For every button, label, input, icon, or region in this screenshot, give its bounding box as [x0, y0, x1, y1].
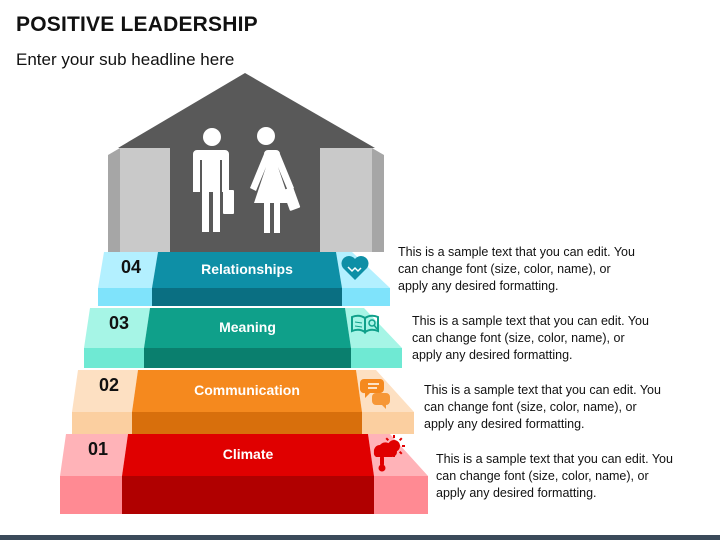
step-side-right — [345, 308, 402, 348]
step-number: 04 — [121, 257, 142, 277]
step-description: This is a sample text that you can edit.… — [412, 313, 682, 364]
footer-bar — [0, 535, 720, 540]
step-side-right-front — [351, 348, 402, 368]
right-pillar — [320, 148, 372, 252]
handshake-heart-icon — [341, 256, 369, 280]
step-description: This is a sample text that you can edit.… — [398, 244, 668, 295]
description-line: apply any desired formatting. — [412, 348, 573, 362]
page-subtitle: Enter your sub headline here — [16, 50, 235, 69]
right-pillar-side — [372, 148, 384, 252]
step-riser — [144, 348, 351, 368]
step-side-right-front — [342, 288, 390, 306]
step-side-right-front — [374, 476, 428, 514]
description-line: apply any desired formatting. — [424, 417, 585, 431]
step-03 — [84, 308, 402, 368]
step-side-left — [60, 434, 128, 476]
step-number: 03 — [109, 313, 130, 333]
step-side-left — [98, 252, 158, 288]
businessman-icon — [193, 128, 234, 232]
step-riser — [122, 476, 374, 514]
step-tread — [122, 434, 374, 476]
step-label-relationships: Relationships — [201, 261, 293, 277]
open-book-icon — [351, 314, 379, 334]
description-line: can change font (size, color, name), or — [436, 469, 649, 483]
house-roof — [118, 73, 375, 148]
step-label-communication: Communication — [194, 382, 300, 398]
step-description: This is a sample text that you can edit.… — [436, 451, 706, 502]
step-label-meaning: Meaning — [219, 319, 276, 335]
step-tread — [144, 308, 351, 348]
step-side-left-front — [84, 348, 144, 368]
description-line: This is a sample text that you can edit.… — [412, 314, 649, 328]
weather-thermometer-icon — [373, 435, 405, 472]
icons-layer — [341, 256, 405, 472]
step-label-climate: Climate — [222, 446, 274, 462]
page-title: POSITIVE LEADERSHIP — [16, 13, 258, 36]
chat-bubbles-icon — [359, 379, 390, 409]
description-line: apply any desired formatting. — [398, 279, 559, 293]
step-side-left-front — [98, 288, 152, 306]
step-tread — [152, 252, 342, 288]
step-number: 02 — [99, 375, 120, 395]
step-tread — [132, 370, 362, 412]
description-line: This is a sample text that you can edit.… — [436, 452, 673, 466]
step-riser — [132, 412, 362, 434]
left-pillar-side — [108, 148, 120, 252]
description-line: apply any desired formatting. — [436, 486, 597, 500]
description-line: This is a sample text that you can edit.… — [398, 245, 635, 259]
businesswoman-icon — [250, 127, 301, 233]
step-side-left — [72, 370, 138, 412]
step-side-left-front — [60, 476, 122, 514]
step-side-left — [84, 308, 150, 348]
description-line: can change font (size, color, name), or — [424, 400, 637, 414]
step-side-left-front — [72, 412, 132, 434]
step-riser — [152, 288, 342, 306]
step-side-right-front — [362, 412, 414, 434]
step-description: This is a sample text that you can edit.… — [424, 382, 694, 433]
description-line: can change font (size, color, name), or — [412, 331, 625, 345]
left-pillar — [120, 148, 170, 252]
step-number: 01 — [88, 439, 109, 459]
description-line: This is a sample text that you can edit.… — [424, 383, 661, 397]
step-01 — [60, 434, 428, 514]
description-line: can change font (size, color, name), or — [398, 262, 611, 276]
